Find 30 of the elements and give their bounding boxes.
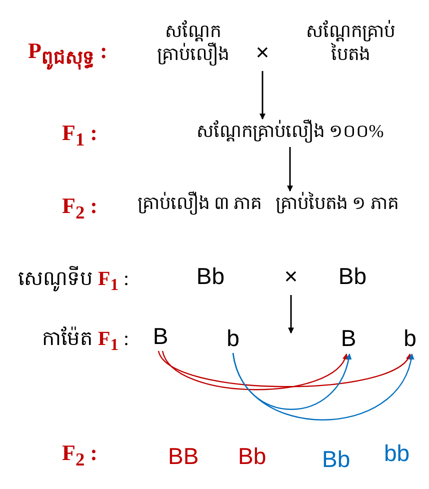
row-label: កាម៉ែត F$_{1}$ :	[42, 326, 130, 355]
allele-label: ×	[284, 263, 298, 289]
allele-label: b	[226, 325, 240, 351]
genotype-label: bb	[384, 440, 410, 467]
genotype-label: Bb	[238, 443, 266, 470]
allele-label: B	[152, 323, 168, 349]
khmer-text: សណ្តែកគ្រាប់លឿង ១០០%	[196, 121, 384, 141]
curved-arrow	[232, 352, 414, 420]
curved-arrow	[158, 350, 410, 388]
curved-arrow	[162, 350, 348, 390]
khmer-text: សណ្តែកគ្រាប់បៃតង	[305, 20, 396, 65]
curved-arrow	[232, 352, 352, 410]
allele-label: ×	[256, 39, 270, 65]
generation-label: P$_{ពូជសុទ្ធ}$ :	[28, 38, 108, 72]
khmer-text: គ្រាប់លឿង ៣ ភាគ	[138, 193, 262, 213]
row-label: សេណូទីប F$_{1}$ :	[18, 265, 130, 295]
khmer-text: គ្រាប់បៃតង ១ ភាគ	[276, 193, 398, 213]
genotype-label: Bb	[338, 263, 367, 289]
allele-label: b	[404, 325, 416, 351]
genotype-label: Bb	[322, 446, 350, 473]
generation-label: F$_{2}$ :	[62, 440, 98, 470]
allele-label: B	[340, 325, 356, 351]
generation-label: F$_{1}$ :	[62, 120, 98, 150]
arrow	[287, 147, 293, 192]
arrow	[288, 295, 294, 334]
generation-label: F$_{2}$ :	[62, 193, 98, 224]
arrow	[260, 71, 266, 120]
khmer-text: សណ្តែកគ្រាប់លឿង	[148, 20, 238, 65]
genotype-label: Bb	[196, 263, 225, 289]
genotype-label: BB	[168, 443, 199, 470]
